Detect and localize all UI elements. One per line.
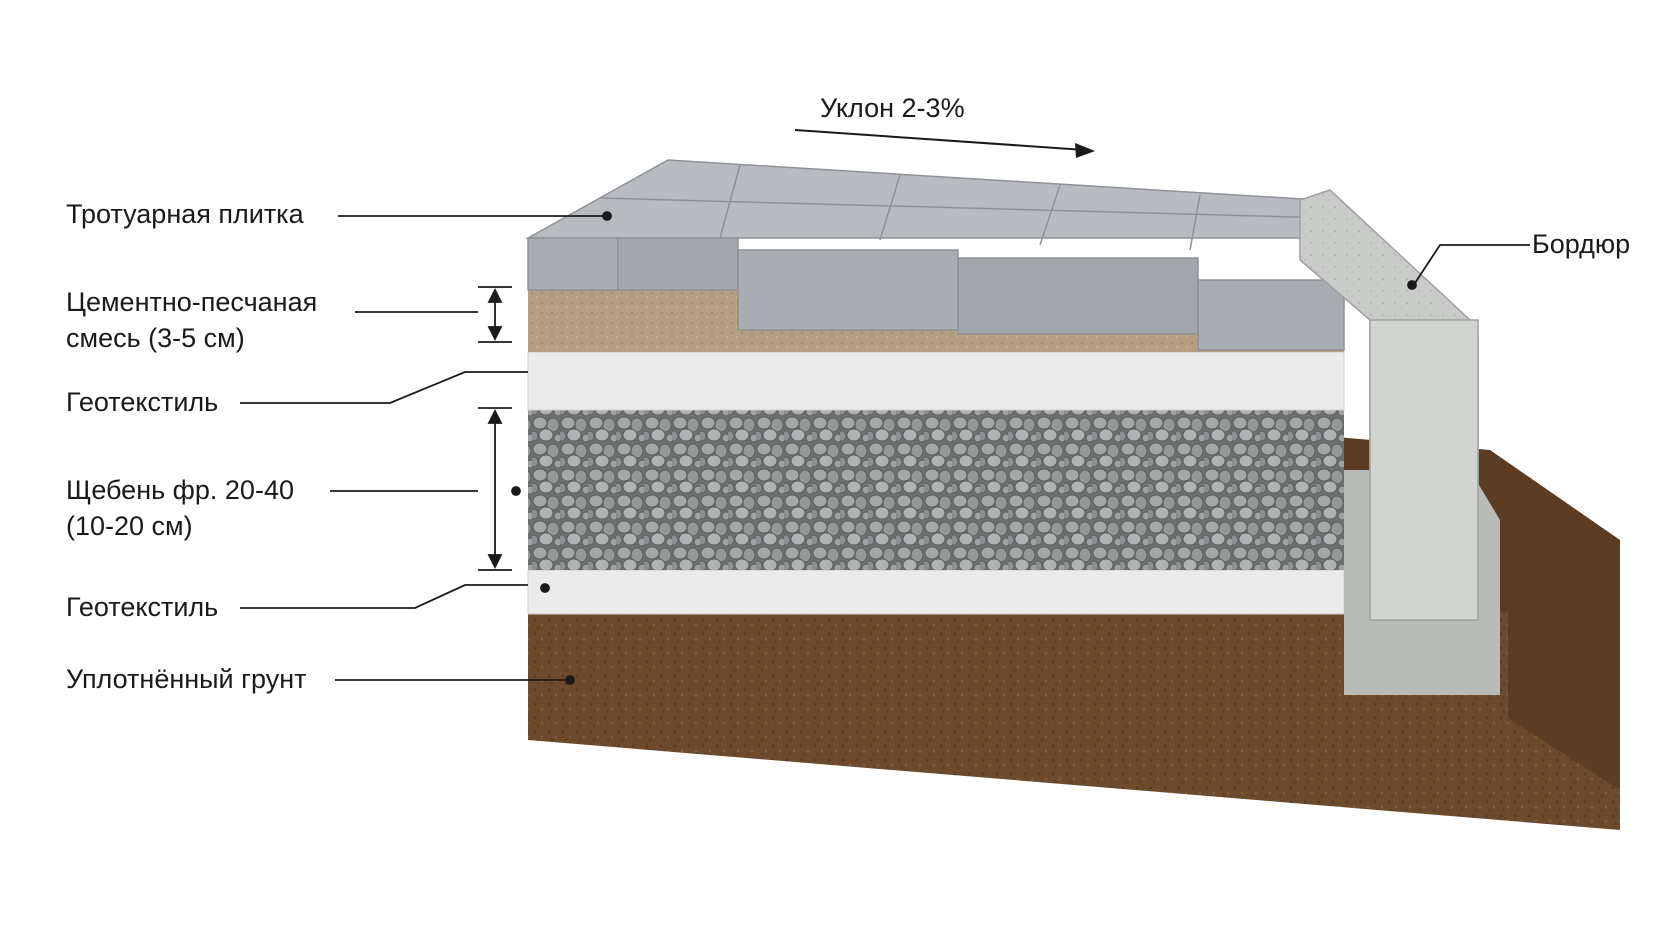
geotextile-upper-layer — [527, 351, 1345, 411]
gravel-label-line1: Щебень фр. 20-40 — [66, 475, 294, 505]
dimension-gravel — [478, 407, 512, 571]
geotextile-lower-label: Геотекстиль — [66, 592, 219, 622]
geotextile-upper-label: Геотекстиль — [66, 387, 219, 417]
tile-front — [527, 237, 1345, 351]
gravel-label: Щебень фр. 20-40 (10-20 см) — [66, 472, 294, 544]
soil-label: Уплотнённый грунт — [66, 664, 307, 694]
gravel-layer — [528, 410, 1344, 570]
geotextile-lower-layer — [527, 569, 1345, 615]
cement-sand-label-line1: Цементно-песчаная — [66, 287, 318, 317]
tile-label: Тротуарная плитка — [66, 199, 304, 229]
gravel-label-line2: (10-20 см) — [66, 511, 193, 541]
curb-label: Бордюр — [1532, 229, 1631, 259]
leader-lines — [240, 211, 1530, 685]
cement-sand-label: Цементно-песчаная смесь (3-5 см) — [66, 284, 317, 356]
slope-label: Уклон 2-3% — [820, 93, 965, 123]
slope-arrow — [794, 129, 1086, 151]
tile-joints — [599, 164, 1331, 251]
dimension-mix — [478, 286, 512, 343]
curb-face — [1369, 319, 1479, 621]
slope-arrowhead — [1075, 143, 1095, 158]
cement-sand-label-line2: смесь (3-5 см) — [66, 323, 245, 353]
